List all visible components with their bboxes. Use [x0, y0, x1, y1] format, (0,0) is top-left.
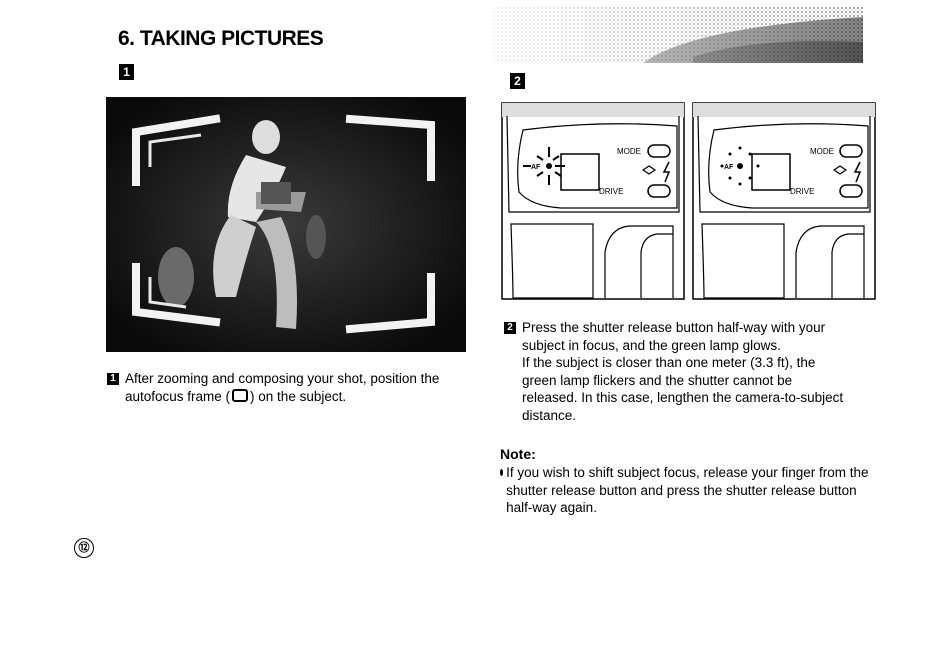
af-label: AF — [724, 164, 734, 171]
drive-label: DRIVE — [599, 187, 623, 196]
bullet-icon — [500, 469, 504, 476]
mode-label: MODE — [810, 147, 834, 156]
caption-1-text-end: ) on the subject. — [250, 388, 347, 404]
caption-2-line: If the subject is closer than one meter … — [522, 355, 816, 370]
drive-label: DRIVE — [790, 187, 814, 196]
decorative-halftone-banner — [493, 7, 863, 63]
caption-1-badge: 1 — [107, 373, 119, 385]
section-1-caption: 1 After zooming and composing your shot,… — [107, 370, 477, 405]
note-heading: Note: — [500, 446, 536, 462]
section-2-badge: 2 — [510, 73, 525, 89]
page-title: 6. TAKING PICTURES — [118, 27, 324, 50]
caption-2-badge: 2 — [504, 322, 516, 334]
autofocus-frame-icon — [232, 388, 249, 402]
note-body: If you wish to shift subject focus, rele… — [500, 464, 870, 517]
page-number: ⑫ — [74, 538, 94, 558]
mode-label: MODE — [617, 147, 641, 156]
caption-2-line: released. In this case, lengthen the cam… — [522, 390, 844, 405]
section-2-caption: 2 Press the shutter release button half-… — [504, 319, 884, 424]
viewfinder-illustration — [106, 97, 466, 352]
caption-2-line: distance. — [522, 407, 577, 423]
caption-2-line: subject in focus, and the green lamp glo… — [522, 337, 781, 353]
section-1-badge: 1 — [119, 64, 134, 80]
camera-diagram-left: MODE DRIVE AF — [501, 102, 685, 300]
note-text: If you wish to shift subject focus, rele… — [506, 465, 869, 515]
af-label: AF — [531, 164, 541, 171]
camera-diagram-right: MODE DRIVE AF — [692, 102, 876, 300]
caption-2-line: Press the shutter release button half-wa… — [522, 320, 826, 335]
viewfinder-photo — [106, 97, 466, 352]
caption-1-text: After zooming and composing your shot, p… — [125, 370, 477, 405]
caption-1-text-start: After zooming and composing your shot, p… — [125, 371, 440, 404]
caption-2-line: green lamp flickers and the shutter cann… — [522, 372, 793, 388]
